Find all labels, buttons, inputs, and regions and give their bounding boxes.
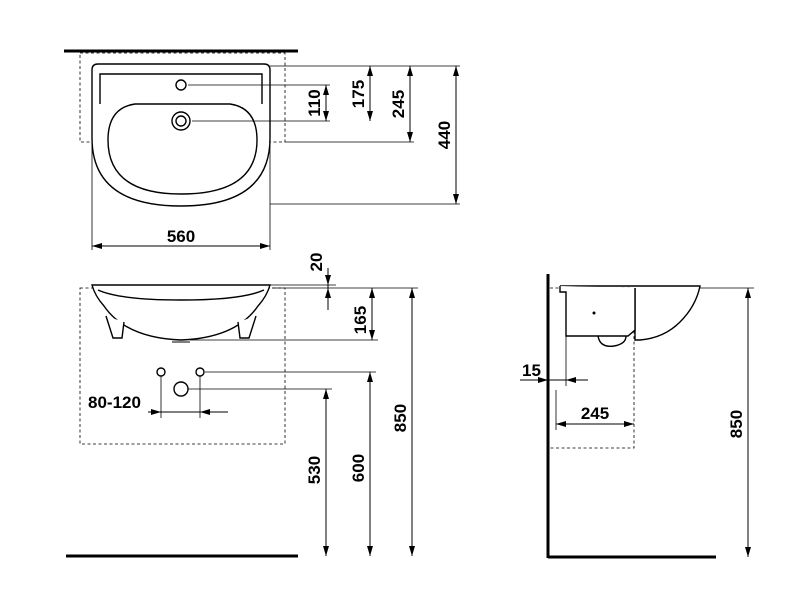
dim-label-440: 440 <box>435 121 454 149</box>
dim-label-850-side: 850 <box>727 410 746 438</box>
basin-profile-side <box>560 285 701 341</box>
waste-outlet <box>173 381 189 397</box>
trap-side <box>597 335 627 347</box>
dim-label-165: 165 <box>351 306 370 334</box>
drain-inner <box>175 115 187 127</box>
arrowheads <box>92 66 751 557</box>
mounting-outline-side <box>550 287 635 449</box>
dim-label-850-front: 850 <box>391 404 410 432</box>
dim-label-530: 530 <box>305 456 324 484</box>
basin-bowl-top <box>107 103 258 195</box>
dim-label-600: 600 <box>349 454 368 482</box>
basin-foot-right <box>237 315 257 339</box>
dim-label-560: 560 <box>167 227 195 246</box>
mounting-outline-front <box>79 287 286 445</box>
dim-label-15: 15 <box>522 361 541 380</box>
top-view: 110 175 245 440 560 <box>64 49 460 250</box>
front-view: 20 165 80-120 530 600 850 <box>66 253 418 558</box>
mount-point <box>592 311 596 315</box>
basin-outline-top <box>91 63 271 207</box>
basin-foot-left <box>105 315 125 339</box>
tap-connection-left <box>156 367 166 377</box>
drain-outer <box>171 111 191 131</box>
dim-label-110: 110 <box>305 89 324 116</box>
tap-hole <box>175 79 187 91</box>
basin-pedestal-side <box>559 286 636 337</box>
basin-rim-front <box>97 289 265 301</box>
dim-label-245-top: 245 <box>389 90 408 118</box>
side-view: 15 245 850 <box>520 274 754 559</box>
dim-label-80-120: 80-120 <box>88 393 141 412</box>
dim-label-245-side: 245 <box>581 404 609 423</box>
tap-connection-right <box>195 367 205 377</box>
dim-label-20: 20 <box>307 253 326 272</box>
dim-label-175: 175 <box>349 80 368 108</box>
basin-rim-top <box>99 73 263 104</box>
